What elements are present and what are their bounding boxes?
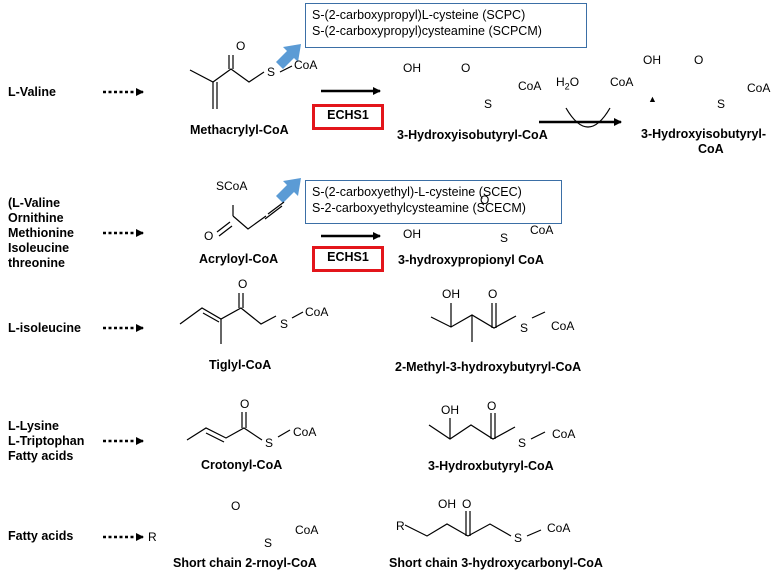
source-acryloyl-1: (L-Valine [8,196,61,210]
source-acryloyl-4: Isoleucine [8,241,70,255]
atom-oh: OH [643,53,661,67]
compound-tiglyl-coa: Tiglyl-CoA [209,358,272,372]
byproduct-box-valine: S-(2-carboxypropyl)L-cysteine (SCPC) S-(… [305,3,587,48]
structure-methacrylyl [189,55,293,109]
atom-o: O [240,397,250,411]
compound-hydroxbutyryl-coa: 3-Hydroxbutyryl-CoA [428,459,554,473]
compound-shortchain-hydroxy-coa: Short chain 3-hydroxycarbonyl-CoA [389,556,603,570]
structures [179,55,546,537]
atom-o: O [487,399,497,413]
atom-s: S [514,531,523,545]
source-isoleucine: L-isoleucine [8,321,81,335]
compound-hydroxyisobutyryl-right-2: CoA [698,142,724,156]
byproduct-scpc: S-(2-carboxypropyl)L-cysteine (SCPC) [312,8,526,22]
atom-coa: CoA [610,75,634,89]
atom-coa: CoA [547,521,571,535]
atom-s: S [264,536,273,550]
atom-s: S [267,65,276,79]
source-acryloyl-2: Ornithine [8,211,64,225]
compound-methylhydroxybutyryl-coa: 2-Methyl-3-hydroxybutyryl-CoA [395,360,582,374]
source-acryloyl-5: threonine [8,256,65,270]
atom-o: O [480,193,490,207]
atom-oh: OH [442,287,460,301]
atom-coa: CoA [294,58,318,72]
atom-o: O [204,229,214,243]
triangle-marker: ▲ [648,94,657,104]
atom-coa: CoA [551,319,575,333]
compound-hydroxypropionyl-coa: 3-hydroxypropionyl CoA [398,253,544,267]
atom-s: S [520,321,529,335]
structure-shortchain-hydroxy [404,511,542,537]
structure-acryloyl [216,201,285,237]
atom-o: O [461,61,471,75]
compound-crotonyl-coa: Crotonyl-CoA [201,458,283,472]
compound-hydroxyisobutyryl-right-1: 3-Hydroxyisobutyryl- [641,127,767,141]
source-fatty-acids: Fatty acids [8,529,74,543]
source-crotonyl-1: L-Lysine [8,419,59,433]
structure-methylhydroxybutyryl [430,303,546,342]
atom-coa: CoA [295,523,319,537]
source-crotonyl-3: Fatty acids [8,449,74,463]
source-acryloyl-3: Methionine [8,226,74,240]
atom-coa: CoA [305,305,329,319]
blue-arrow-valine [276,44,301,69]
blue-arrow-acryloyl [276,178,301,203]
atom-s: S [500,231,509,245]
atom-o: O [462,497,472,511]
atom-s: S [518,436,527,450]
atom-oh: OH [403,227,421,241]
enzyme-echs1-top: ECHS1 [312,104,384,130]
water-h2o: H2O [556,75,580,92]
compound-acryloyl-coa: Acryloyl-CoA [199,252,279,266]
atom-coa: CoA [293,425,317,439]
atom-coa: CoA [518,79,542,93]
atom-r: R [148,530,157,544]
atom-oh: OH [441,403,459,417]
structure-tiglyl [179,293,304,344]
compound-shortchain-enoyl-coa: Short chain 2-rnoyl-CoA [173,556,317,570]
source-crotonyl-2: L-Triptophan [8,434,85,448]
byproduct-scpcm: S-(2-carboxypropyl)cysteamine (SCPCM) [312,24,542,38]
enzyme-echs1-bottom: ECHS1 [312,246,384,272]
atom-scoa: SCoA [216,179,248,193]
atom-coa: CoA [530,223,554,237]
atom-oh: OH [403,61,421,75]
byproduct-scecm: S-2-carboxyethylcysteamine (SCECM) [312,201,526,215]
byproduct-box-acryloyl: S-(2-carboxyethyl)-L-cysteine (SCEC) S-2… [305,180,562,224]
atom-coa: CoA [747,81,771,95]
compound-methacrylyl-coa: Methacrylyl-CoA [190,123,289,137]
atom-s: S [484,97,493,111]
atom-r: R [396,519,405,533]
atom-o: O [231,499,241,513]
atom-o: O [238,277,248,291]
atom-o: O [488,287,498,301]
byproduct-scec: S-(2-carboxyethyl)-L-cysteine (SCEC) [312,185,522,199]
reaction-arrows [321,87,622,240]
compound-hydroxyisobutyryl-mid: 3-Hydroxyisobutyryl-CoA [397,128,548,142]
atom-o: O [236,39,246,53]
atom-s: S [265,436,274,450]
structure-hydroxbutyryl [428,413,546,440]
source-valine: L-Valine [8,85,56,99]
hydration-arc [565,107,611,128]
atom-s: S [280,317,289,331]
dotted-arrows [103,88,144,541]
atom-coa: CoA [552,427,576,441]
atom-oh: OH [438,497,456,511]
byproduct-arrows [276,44,301,203]
atom-o: O [694,53,704,67]
structure-crotonyl [186,412,291,443]
atom-s: S [717,97,726,111]
